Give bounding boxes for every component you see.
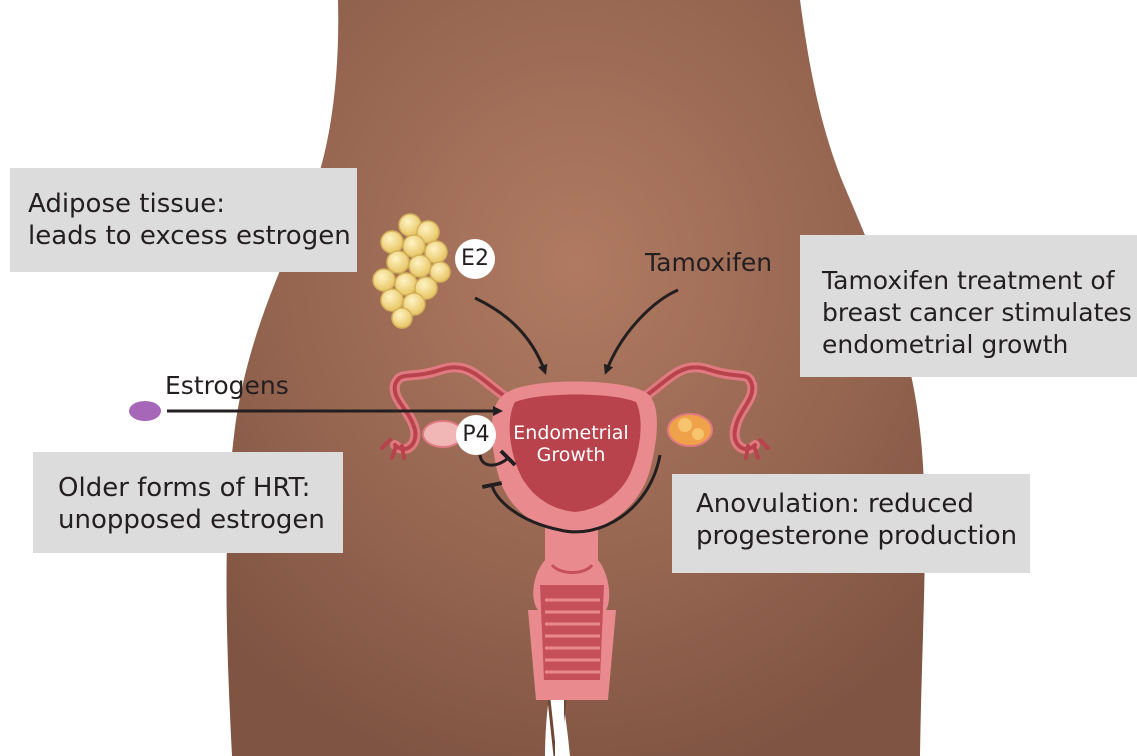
endometrial-growth-line2: Growth	[496, 444, 646, 466]
tamoxifen-box-line1: Tamoxifen treatment of	[822, 265, 1137, 297]
tamoxifen-box-line2: breast cancer stimulates	[822, 297, 1137, 329]
adipose-tissue-box: Adipose tissue: leads to excess estrogen	[10, 168, 357, 272]
endometrial-growth-label: Endometrial Growth	[496, 422, 646, 466]
tamoxifen-box-line3: endometrial growth	[822, 329, 1137, 361]
adipose-box-line1: Adipose tissue:	[28, 188, 357, 220]
anovulation-box: Anovulation: reduced progesterone produc…	[672, 474, 1030, 573]
anovulation-box-line1: Anovulation: reduced	[696, 488, 1030, 520]
hrt-box-line2: unopposed estrogen	[58, 504, 343, 536]
tamoxifen-treatment-box: Tamoxifen treatment of breast cancer sti…	[800, 235, 1137, 377]
adipose-box-line2: leads to excess estrogen	[28, 220, 357, 252]
right-ovary	[668, 414, 712, 446]
hrt-box-line1: Older forms of HRT:	[58, 472, 343, 504]
e2-label: E2	[455, 239, 495, 279]
endometrial-growth-line1: Endometrial	[496, 422, 646, 444]
estrogens-label: Estrogens	[165, 371, 289, 400]
estrogen-pill-icon	[129, 401, 161, 421]
vagina	[528, 565, 616, 700]
tamoxifen-label: Tamoxifen	[645, 248, 772, 277]
anovulation-box-line2: progesterone production	[696, 520, 1030, 552]
older-hrt-box: Older forms of HRT: unopposed estrogen	[33, 452, 343, 553]
p4-label: P4	[456, 415, 496, 455]
